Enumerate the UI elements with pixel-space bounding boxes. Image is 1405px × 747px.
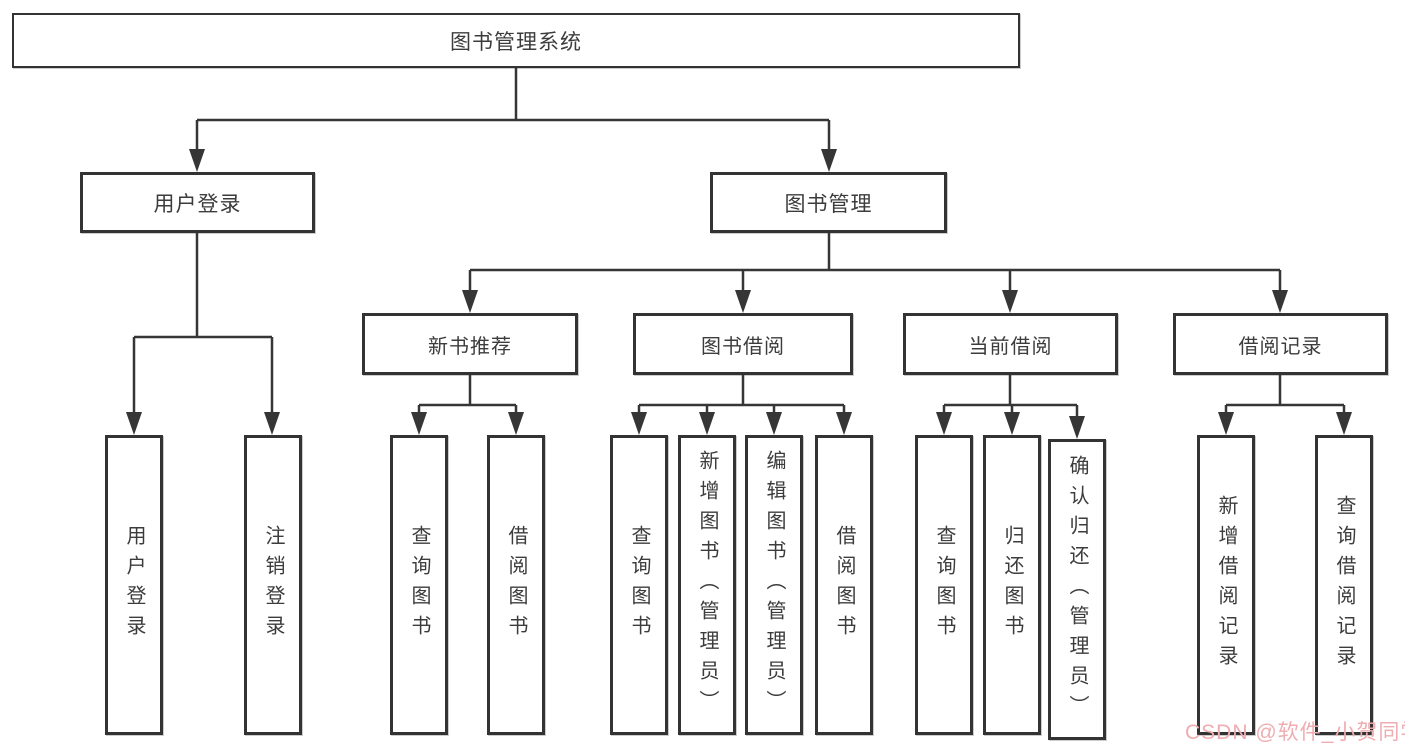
leaf-label: 归还图书 — [1001, 525, 1023, 645]
leaf-confirm-return-admin: 确认归还（管理员） — [1048, 439, 1106, 740]
leaf-edit-books-admin: 编辑图书（管理员） — [745, 435, 803, 735]
csdn-watermark: CSDN @软件_小贺同学 — [1185, 721, 1405, 744]
leaf-label: 查询借阅记录 — [1333, 495, 1355, 675]
node-label: 图书管理系统 — [450, 30, 582, 54]
leaf-query-books-current: 查询图书 — [915, 435, 973, 735]
node-current-borrowing: 当前借阅 — [903, 313, 1118, 375]
node-library-management-system: 图书管理系统 — [12, 13, 1020, 68]
leaf-query-borrow-record: 查询借阅记录 — [1315, 435, 1373, 735]
leaf-label: 用户登录 — [123, 525, 145, 645]
leaf-label: 借阅图书 — [833, 525, 855, 645]
leaf-label: 新增借阅记录 — [1215, 495, 1237, 675]
node-label: 图书管理 — [784, 192, 873, 216]
leaf-label: 新增图书（管理员） — [696, 450, 718, 720]
node-book-borrowing: 图书借阅 — [633, 313, 853, 375]
node-book-management: 图书管理 — [710, 172, 947, 233]
leaf-label: 注销登录 — [262, 525, 284, 645]
leaf-borrow-books-recommendation: 借阅图书 — [487, 435, 545, 735]
leaf-query-books-borrowing: 查询图书 — [610, 435, 668, 735]
node-label: 当前借阅 — [968, 335, 1053, 358]
node-label: 用户登录 — [153, 192, 242, 216]
leaf-borrow-books-borrowing: 借阅图书 — [815, 435, 873, 735]
node-new-book-recommendation: 新书推荐 — [362, 313, 578, 375]
leaf-user-login: 用户登录 — [105, 435, 163, 735]
leaf-add-books-admin: 新增图书（管理员） — [678, 435, 736, 735]
arrowheads — [126, 149, 1352, 439]
node-borrowing-records: 借阅记录 — [1173, 313, 1388, 375]
node-label: 图书借阅 — [701, 335, 785, 358]
leaf-label: 查询图书 — [628, 525, 650, 645]
node-label: 借阅记录 — [1238, 335, 1323, 358]
leaf-label: 编辑图书（管理员） — [763, 450, 785, 720]
leaf-label: 确认归还（管理员） — [1066, 454, 1088, 725]
leaf-logout: 注销登录 — [244, 435, 302, 735]
leaf-label: 借阅图书 — [505, 525, 527, 645]
node-user-login: 用户登录 — [80, 172, 315, 233]
node-label: 新书推荐 — [428, 335, 512, 358]
leaf-return-books: 归还图书 — [983, 435, 1041, 735]
leaf-add-borrow-record: 新增借阅记录 — [1197, 435, 1255, 735]
leaf-label: 查询图书 — [408, 525, 430, 645]
leaf-label: 查询图书 — [933, 525, 955, 645]
leaf-query-books-recommendation: 查询图书 — [390, 435, 448, 735]
